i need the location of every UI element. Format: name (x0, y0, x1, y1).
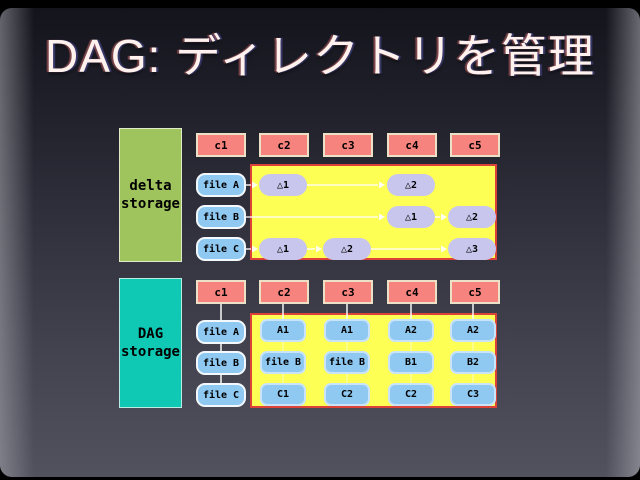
left-edge-vignette (0, 8, 34, 477)
delta-column-header-c1: c1 (196, 133, 246, 157)
delta-pill: △3 (448, 238, 496, 260)
dag-cell: A1 (260, 319, 306, 342)
delta-pill: △1 (387, 206, 435, 228)
dag-file-box-c: file C (196, 383, 246, 407)
delta-column-header-c5: c5 (450, 133, 500, 157)
right-edge-vignette (606, 8, 640, 477)
dag-file-box-b: file B (196, 351, 246, 375)
delta-label-line2: storage (120, 196, 180, 212)
dag-cell: A2 (450, 319, 496, 342)
dag-cell: B2 (450, 351, 496, 374)
delta-label-line1: delta (129, 177, 172, 194)
slide-title: DAG: ディレクトリを管理 (44, 30, 596, 82)
dag-cell: C2 (388, 383, 434, 406)
dag-cell: C3 (450, 383, 496, 406)
dag-column-header-c1: c1 (196, 280, 246, 304)
dag-column-header-c3: c3 (323, 280, 373, 304)
dag-storage-label: DAG storage (119, 278, 182, 408)
delta-pill: △1 (259, 174, 307, 196)
delta-file-box-b: file B (196, 205, 246, 229)
delta-column-header-c3: c3 (323, 133, 373, 157)
dag-cell: file B (324, 351, 370, 374)
dag-cell: file B (260, 351, 306, 374)
delta-pill: △2 (387, 174, 435, 196)
dag-cell: C2 (324, 383, 370, 406)
delta-column-header-c4: c4 (387, 133, 437, 157)
delta-pill: △2 (323, 238, 371, 260)
dag-cell: A1 (324, 319, 370, 342)
dag-label-line2: storage (120, 344, 180, 360)
delta-file-box-a: file A (196, 173, 246, 197)
dag-file-box-a: file A (196, 320, 246, 344)
dag-cell: A2 (388, 319, 434, 342)
dag-cell: B1 (388, 351, 434, 374)
delta-storage-label: delta storage (119, 128, 182, 262)
dag-label-line1: DAG (137, 325, 164, 342)
delta-pill: △2 (448, 206, 496, 228)
delta-column-header-c2: c2 (259, 133, 309, 157)
delta-file-box-c: file C (196, 237, 246, 261)
dag-column-header-c5: c5 (450, 280, 500, 304)
dag-cell: C1 (260, 383, 306, 406)
delta-pill: △1 (259, 238, 307, 260)
dag-column-header-c2: c2 (259, 280, 309, 304)
dag-column-header-c4: c4 (387, 280, 437, 304)
